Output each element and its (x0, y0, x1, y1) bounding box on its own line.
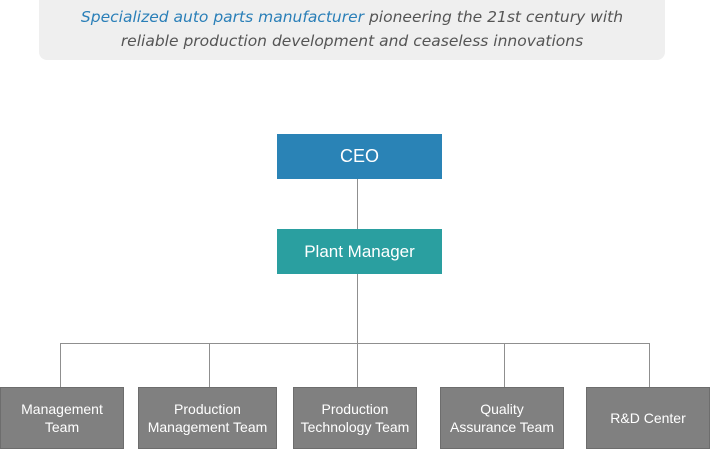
connector-team-2 (209, 343, 210, 387)
team-label-line-2: Team (44, 419, 80, 435)
connector-team-5 (649, 343, 650, 387)
plant-manager-label: Plant Manager (304, 241, 415, 261)
ceo-box: CEO (277, 134, 442, 179)
team-label-line-2: Management Team (147, 419, 268, 435)
team-label-line-2: Assurance Team (449, 419, 554, 435)
slogan-rest: pioneering the 21st century with (364, 8, 624, 26)
team-label-line-2: Technology Team (300, 419, 410, 435)
team-label-line-1: Production (174, 401, 241, 417)
team-box-production-technology: Production Technology Team (293, 387, 417, 449)
team-box-management: Management Team (0, 387, 124, 449)
team-box-rd-center: R&D Center (586, 387, 710, 449)
connector-team-4 (504, 343, 505, 387)
team-label-line-1: Production (321, 401, 389, 417)
team-label-line-1: R&D Center (610, 410, 686, 426)
connector-plant-bus (357, 274, 358, 343)
team-label-line-1: Quality (480, 401, 524, 417)
connector-team-3 (357, 343, 358, 387)
connector-ceo-plant (357, 179, 358, 229)
plant-manager-box: Plant Manager (277, 229, 442, 274)
connector-team-1 (60, 343, 61, 387)
slogan-banner: Specialized auto parts manufacturer pion… (39, 0, 665, 60)
team-box-quality-assurance: Quality Assurance Team (440, 387, 564, 449)
slogan-accent: Specialized auto parts manufacturer (80, 8, 365, 26)
team-box-production-management: Production Management Team (138, 387, 277, 449)
slogan-line-2: reliable production development and ceas… (120, 32, 584, 50)
team-label-line-1: Management (21, 401, 103, 417)
slogan-line-1: Specialized auto parts manufacturer pion… (39, 5, 665, 29)
ceo-label: CEO (339, 146, 379, 166)
connector-horizontal-bus (60, 343, 650, 344)
